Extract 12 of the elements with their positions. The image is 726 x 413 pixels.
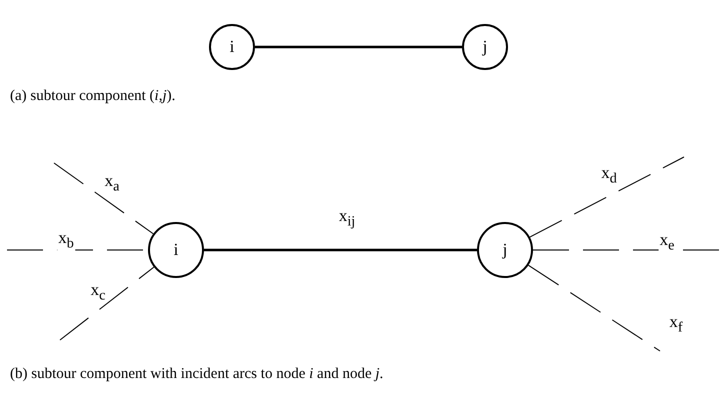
- dashed-arc: [528, 264, 660, 352]
- arc-line: [204, 248, 477, 252]
- caption: (a) subtour component (i,j).: [10, 88, 176, 105]
- arc-line: [255, 46, 462, 48]
- node-circle: j: [462, 24, 508, 70]
- node-circle: i: [148, 222, 204, 278]
- dashed-arc: [54, 162, 154, 234]
- dashed-arc: [60, 266, 154, 340]
- dashed-arc: [529, 156, 684, 238]
- caption: (b) subtour component with incident arcs to node i and node j.: [10, 366, 384, 383]
- node-circle: j: [477, 222, 533, 278]
- node-circle: i: [209, 24, 255, 70]
